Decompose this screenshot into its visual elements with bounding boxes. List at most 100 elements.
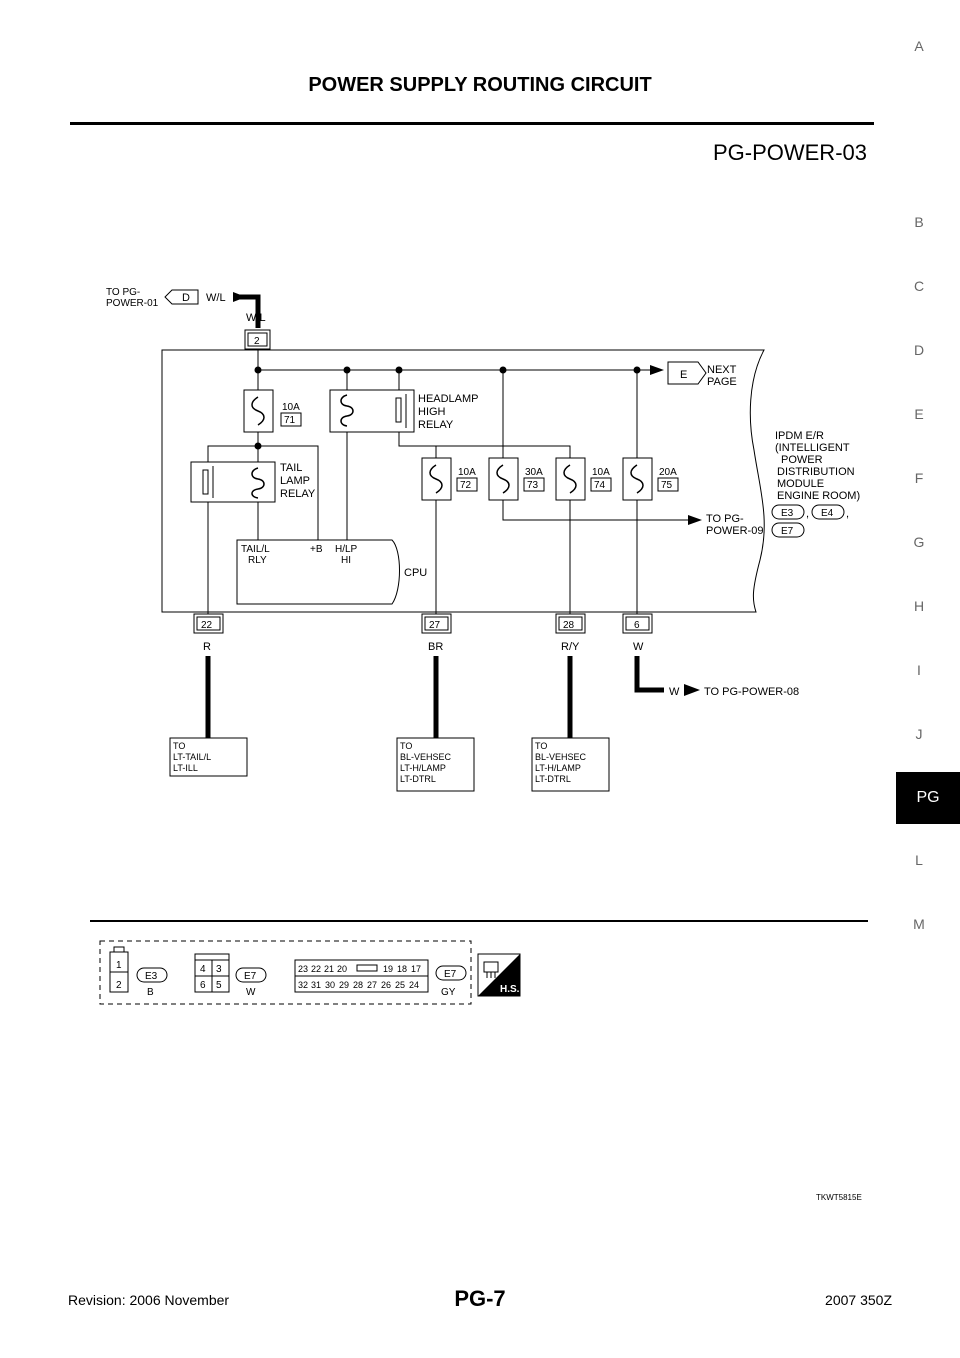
tail-relay-l1: TAIL <box>280 462 302 474</box>
svg-text:2: 2 <box>116 980 122 991</box>
module-conn-e3-label: E3 <box>781 508 794 519</box>
input-wire-color-below: W/L <box>246 312 266 324</box>
figure-code: TKWT5815E <box>816 1193 862 1202</box>
next-page-line1: NEXT <box>707 364 737 376</box>
headlamp-relay-l3: RELAY <box>418 419 454 431</box>
svg-text:22: 22 <box>201 620 213 631</box>
wire-6 <box>634 656 664 693</box>
fuse-73 <box>488 457 519 501</box>
fuse-74-num: 74 <box>594 480 606 491</box>
svg-text:LT-TAIL/L: LT-TAIL/L <box>173 752 211 762</box>
module-comma-2: , <box>846 508 849 520</box>
svg-text:LT-H/LAMP: LT-H/LAMP <box>400 763 446 773</box>
connector-e3-face: 1 2 <box>109 946 129 993</box>
svg-text:BL-VEHSEC: BL-VEHSEC <box>400 752 452 762</box>
svg-text:LT-ILL: LT-ILL <box>173 763 198 773</box>
module-label-l6: ENGINE ROOM) <box>777 490 860 502</box>
fuse-75 <box>622 457 653 501</box>
svg-text:21: 21 <box>324 964 334 974</box>
svg-text:27: 27 <box>429 620 441 631</box>
cpu-plus-b: +B <box>310 544 323 555</box>
terminal-2-label: 2 <box>254 336 260 347</box>
connector-e7-face: 23 22 21 20 19 18 17 32 31 30 29 28 27 2… <box>294 959 429 993</box>
connector-d-marker: D <box>164 289 199 305</box>
side-index-a[interactable]: A <box>914 38 924 54</box>
cpu-hi: HI <box>341 555 351 566</box>
headlamp-relay-l2: HIGH <box>418 406 446 418</box>
fuse-72-amp: 10A <box>458 467 476 478</box>
module-conn-e3 <box>771 504 805 520</box>
svg-text:31: 31 <box>311 980 321 990</box>
destination-box-ry: TO BL-VEHSEC LT-H/LAMP LT-DTRL <box>531 737 610 792</box>
tail-relay-l3: RELAY <box>280 488 316 500</box>
svg-text:29: 29 <box>339 980 349 990</box>
side-index-h[interactable]: H <box>913 598 925 614</box>
connector-e7-id: E7 <box>444 969 457 980</box>
terminal-28: 28 <box>555 613 586 634</box>
svg-text:LT-DTRL: LT-DTRL <box>535 774 571 784</box>
to-pg-power09-line2: POWER-09 <box>706 525 763 537</box>
svg-text:5: 5 <box>216 980 222 991</box>
svg-text:17: 17 <box>411 964 421 974</box>
svg-text:28: 28 <box>353 980 363 990</box>
cpu-hlp: H/LP <box>335 544 358 555</box>
side-index-i[interactable]: I <box>917 662 921 678</box>
to-pg-power08: TO PG-POWER-08 <box>704 686 799 698</box>
connector-e7-color: GY <box>441 987 456 998</box>
side-index-e[interactable]: E <box>914 406 924 422</box>
svg-text:6: 6 <box>634 620 640 631</box>
cpu-tail-l: TAIL/L <box>241 544 270 555</box>
input-wire-color: W/L <box>206 292 226 304</box>
footer-revision: Revision: 2006 November <box>68 1292 230 1308</box>
side-index-c[interactable]: C <box>913 278 925 294</box>
side-index-g[interactable]: G <box>913 534 925 550</box>
side-index-j[interactable]: J <box>915 726 923 742</box>
fuse-71-amp: 10A <box>282 402 300 413</box>
fuse-75-num: 75 <box>661 480 673 491</box>
svg-text:BL-VEHSEC: BL-VEHSEC <box>535 752 587 762</box>
module-label-l2: (INTELLIGENT <box>775 442 850 454</box>
fuse-74 <box>555 457 586 501</box>
svg-text:TO: TO <box>400 741 412 751</box>
svg-text:22: 22 <box>311 964 321 974</box>
harness-side-icon: H.S. <box>477 953 521 997</box>
headlamp-high-relay <box>329 389 415 433</box>
to-pg-power09-line1: TO PG- <box>706 513 744 525</box>
diagram-code: PG-POWER-03 <box>712 140 867 165</box>
connector-e4-id: E7 <box>244 971 257 982</box>
svg-text:32: 32 <box>298 980 308 990</box>
connector-e3-id: E3 <box>145 971 158 982</box>
side-index-l[interactable]: L <box>915 852 923 868</box>
connector-e4-face: 4 3 6 5 <box>194 953 230 993</box>
connector-e4-color: W <box>246 987 256 998</box>
svg-text:LT-H/LAMP: LT-H/LAMP <box>535 763 581 773</box>
to-pg-power01-line1: TO PG- <box>106 287 140 298</box>
wire-27-color: BR <box>428 641 443 653</box>
terminal-6: 6 <box>622 613 653 634</box>
side-index-d[interactable]: D <box>913 342 925 358</box>
connector-e3-color: B <box>147 987 154 998</box>
wire-22-color: R <box>203 641 211 653</box>
hs-label: H.S. <box>500 984 520 995</box>
module-label-l4: DISTRIBUTION <box>777 466 855 478</box>
connector-e-marker: E <box>667 361 707 385</box>
svg-text:19: 19 <box>383 964 393 974</box>
fuse-75-amp: 20A <box>659 467 677 478</box>
module-conn-e7-label: E7 <box>781 526 794 537</box>
side-index-f[interactable]: F <box>914 470 924 486</box>
side-index-b[interactable]: B <box>914 214 924 230</box>
wire-28-color: R/Y <box>561 641 580 653</box>
svg-text:E: E <box>680 369 687 381</box>
svg-text:25: 25 <box>395 980 405 990</box>
to-pg-power01-line2: POWER-01 <box>106 298 159 309</box>
side-index-m[interactable]: M <box>913 916 925 932</box>
svg-text:24: 24 <box>409 980 419 990</box>
destination-box-tail: TO LT-TAIL/L LT-ILL <box>169 737 248 777</box>
side-index-pg-active[interactable]: PG <box>896 772 960 824</box>
wire-6-color: W <box>633 641 644 653</box>
fuse-73-num: 73 <box>527 480 539 491</box>
fuse-74-amp: 10A <box>592 467 610 478</box>
svg-text:6: 6 <box>200 980 206 991</box>
fuse-71 <box>243 389 274 433</box>
svg-text:28: 28 <box>563 620 575 631</box>
